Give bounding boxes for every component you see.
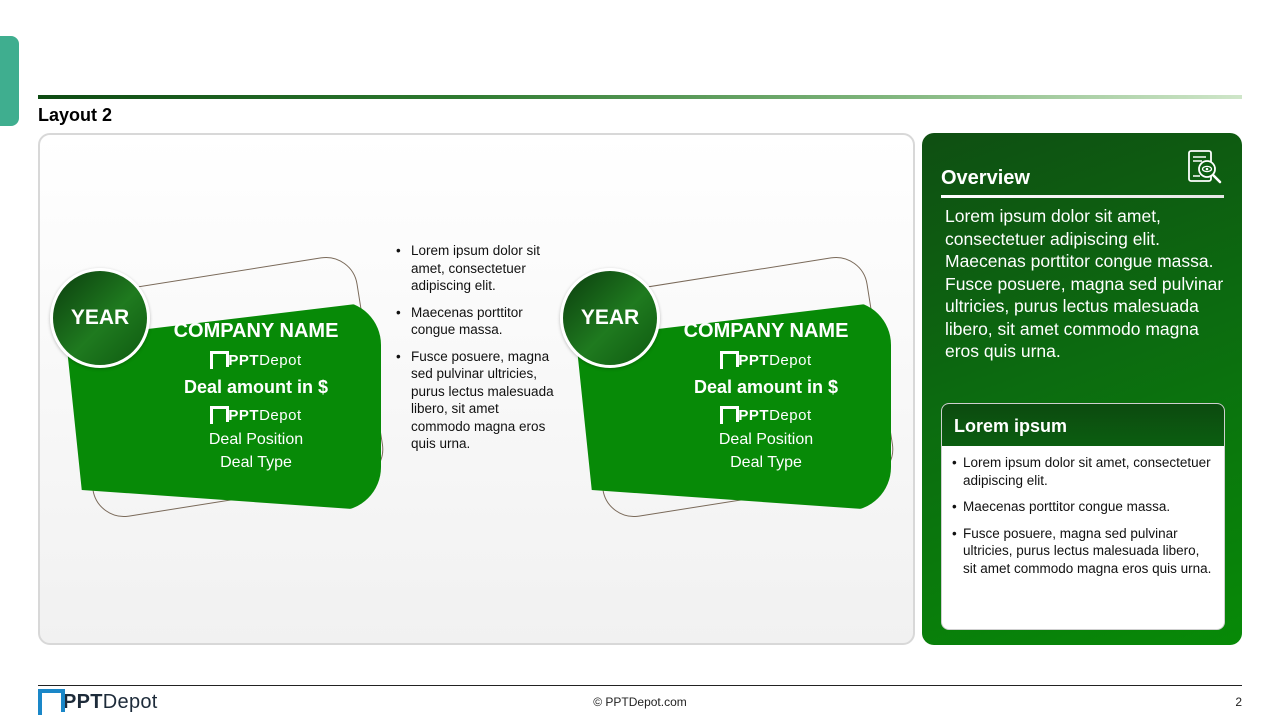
year-circle: YEAR [50, 268, 150, 368]
list-item: Fusce posuere, magna sed pulvinar ultric… [396, 348, 554, 453]
deal-type: Deal Type [220, 454, 292, 471]
company-name: COMPANY NAME [683, 320, 849, 342]
company-name: COMPANY NAME [173, 320, 339, 342]
list-item: Maecenas porttitor congue massa. [396, 304, 554, 339]
pptdepot-logo: PPTDepot [656, 404, 876, 426]
pptdepot-logo: PPTDepot [146, 404, 366, 426]
overview-panel: Overview Lorem ipsum dolor sit amet, con… [922, 133, 1242, 645]
side-accent-tab [0, 36, 19, 126]
slide-title: Layout 2 [38, 105, 113, 125]
overview-body: Lorem ipsum dolor sit amet, consectetuer… [945, 206, 1224, 361]
title-divider [38, 95, 1242, 99]
document-search-icon [1188, 150, 1222, 184]
lorem-bullet-list: Lorem ipsum dolor sit amet, consectetuer… [942, 446, 1224, 577]
deal-position: Deal Position [208, 431, 304, 448]
list-item: Maecenas porttitor congue massa. [952, 498, 1214, 516]
deal-type: Deal Type [730, 454, 802, 471]
year-circle: YEAR [560, 268, 660, 368]
footer-copyright: © PPTDepot.com [593, 695, 687, 709]
deal-card-1: YEAR COMPANY NAME PPTDepot Deal amount i… [50, 252, 390, 522]
page-number: 2 [1235, 695, 1242, 709]
overview-title: Overview [941, 167, 1030, 189]
middle-bullet-list: Lorem ipsum dolor sit amet, consectetuer… [396, 242, 554, 462]
card-text: COMPANY NAME PPTDepot Deal amount in $ P… [146, 320, 366, 472]
pptdepot-logo-icon [210, 406, 230, 424]
footer-logo: PPTDepot [38, 689, 158, 715]
pptdepot-logo-icon [210, 351, 230, 369]
deal-position: Deal Position [718, 431, 814, 448]
pptdepot-logo-icon [720, 406, 740, 424]
pptdepot-logo-icon [720, 351, 740, 369]
footer-divider [38, 685, 1242, 686]
deal-amount: Deal amount in $ [183, 377, 329, 397]
deal-card-2: YEAR COMPANY NAME PPTDepot Deal amount i… [560, 252, 900, 522]
list-item: Lorem ipsum dolor sit amet, consectetuer… [396, 242, 554, 295]
overview-divider [941, 195, 1224, 198]
deal-amount: Deal amount in $ [693, 377, 839, 397]
card-text: COMPANY NAME PPTDepot Deal amount in $ P… [656, 320, 876, 472]
pptdepot-logo: PPTDepot [656, 349, 876, 371]
lorem-box-title: Lorem ipsum [942, 404, 1224, 446]
list-item: Fusce posuere, magna sed pulvinar ultric… [952, 525, 1214, 578]
list-item: Lorem ipsum dolor sit amet, consectetuer… [952, 454, 1214, 489]
pptdepot-logo: PPTDepot [146, 349, 366, 371]
lorem-ipsum-box: Lorem ipsum Lorem ipsum dolor sit amet, … [941, 403, 1225, 630]
pptdepot-logo-icon [38, 689, 65, 715]
